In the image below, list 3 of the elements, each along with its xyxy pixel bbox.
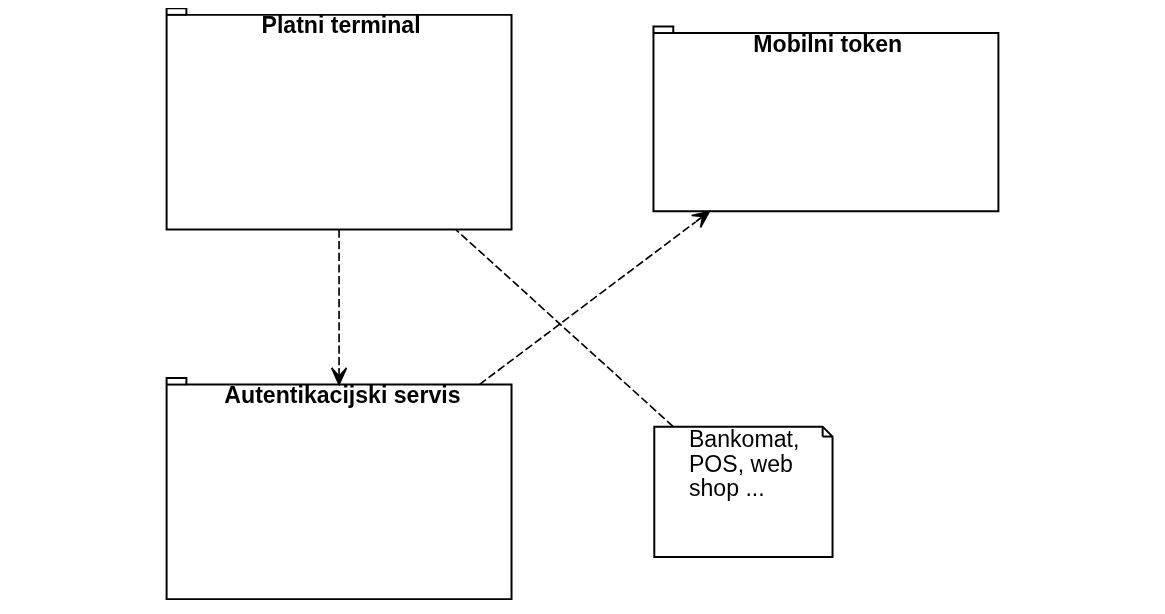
arrow	[478, 210, 711, 386]
connector	[455, 228, 674, 428]
arrow	[330, 228, 348, 386]
